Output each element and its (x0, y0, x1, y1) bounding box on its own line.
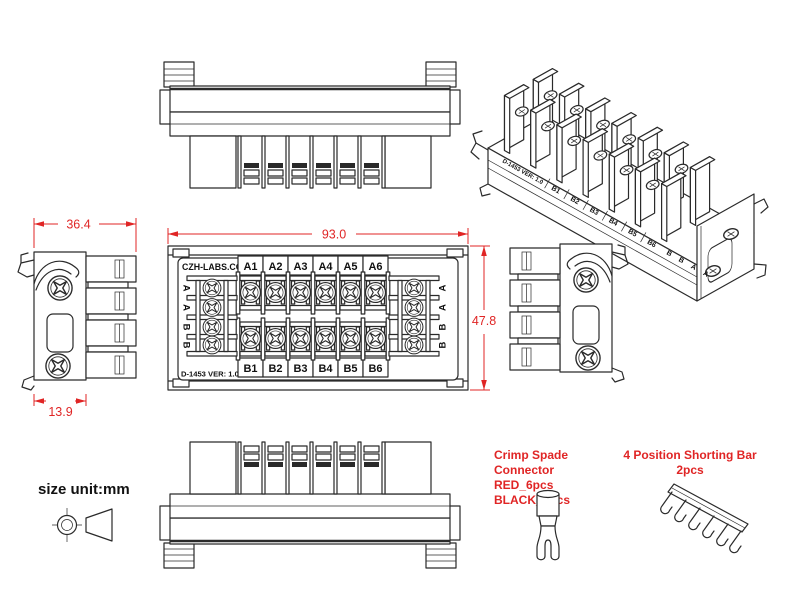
shorting-bar-drawing (660, 483, 749, 554)
iso-label-b5: B5 (627, 228, 638, 239)
terminal-label-a5: A5 (343, 261, 357, 273)
dim-overall-width-text: 93.0 (322, 228, 346, 242)
terminal-label-b3: B3 (293, 363, 307, 375)
iso-label-b1: B1 (550, 185, 561, 196)
front-view: 93.0 CZH-LABS.COM D-1453 VER: 1.0 A1 A2 … (167, 228, 496, 391)
left-terminal-block: A A B B (181, 275, 238, 357)
bottom-view (158, 440, 462, 570)
dim-clip-depth-text: 13.9 (48, 405, 72, 419)
iso-label-a: A (702, 270, 710, 279)
top-view (158, 60, 462, 190)
terminal-label-a1: A1 (243, 261, 257, 273)
iso-label-b6: B6 (646, 239, 657, 250)
iso-label-b3: B3 (588, 207, 599, 218)
terminal-label-a2: A2 (268, 261, 282, 273)
bottom-terminal-labels: B1 B2 B3 B4 B5 B6 (237, 357, 389, 378)
iso-label-a: A (689, 263, 697, 272)
iso-end-plate (696, 193, 769, 302)
right-terminal-block: A A B B (388, 275, 449, 357)
terminal-label-b2: B2 (268, 363, 282, 375)
iso-label-b4: B4 (607, 217, 618, 228)
isometric-view: D-1453 VER: 1.0 B1 B2 B3 B4 B5 B6 B B A … (470, 67, 769, 302)
terminal-label-a4: A4 (318, 261, 333, 273)
shorting-bar-note: 4 Position Shorting Bar 2pcs (620, 448, 760, 478)
row-label-left-a1: A (181, 285, 192, 292)
spade-connector-drawing (536, 489, 560, 561)
top-terminal-labels: A1 A2 A3 A4 A5 A6 (237, 255, 389, 276)
terminal-label-a3: A3 (293, 261, 307, 273)
size-unit-note: size unit:mm (38, 481, 130, 498)
terminal-label-b1: B1 (243, 363, 257, 375)
dim-93-0: 93.0 (167, 228, 469, 244)
terminal-grid-row-a (235, 271, 391, 315)
crimp-note-line1: Crimp Spade Connector (494, 448, 569, 477)
terminal-label-b5: B5 (343, 363, 357, 375)
left-side-view: 36.4 13.9 (2, 218, 156, 419)
dim-side-width-text: 36.4 (66, 218, 90, 232)
terminal-label-b4: B4 (318, 363, 333, 375)
row-label-left-b2: B (181, 342, 192, 349)
row-label-left-b1: B (181, 324, 192, 331)
iso-label-b: B (665, 250, 673, 259)
row-label-left-a2: A (181, 304, 192, 311)
brand-label: CZH-LABS.COM (182, 262, 250, 272)
iso-label-b2: B2 (569, 196, 580, 207)
terminal-grid-row-b (235, 317, 391, 361)
projection-symbol (52, 508, 113, 542)
terminal-label-a6: A6 (368, 261, 382, 273)
row-label-right-b2: B (438, 341, 449, 348)
shorting-note-line1: 4 Position Shorting Bar (623, 448, 757, 462)
shorting-note-line2: 2pcs (676, 463, 704, 477)
dim-36-4: 36.4 (33, 218, 137, 252)
row-label-right-a1: A (438, 284, 449, 291)
dim-13-9: 13.9 (33, 394, 87, 419)
dim-47-8: 47.8 (470, 245, 496, 391)
right-side-view (497, 226, 633, 406)
row-label-right-b1: B (438, 323, 449, 330)
row-label-right-a2: A (438, 304, 449, 311)
terminal-label-b6: B6 (368, 363, 382, 375)
model-label: D-1453 VER: 1.0 (181, 370, 239, 379)
dim-overall-height-text: 47.8 (472, 314, 496, 328)
iso-label-b: B (677, 256, 685, 265)
